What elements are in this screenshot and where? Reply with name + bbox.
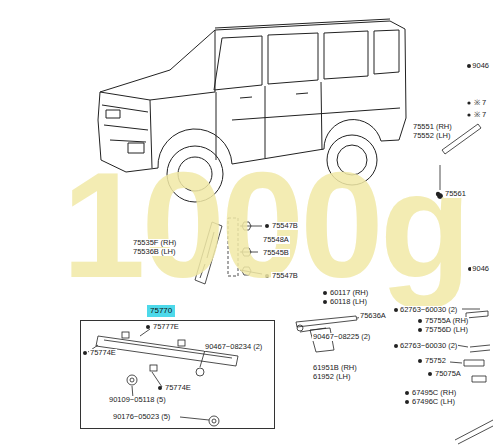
callout-number: 61951B (RH) [312, 364, 358, 372]
drawing-stroke [324, 31, 368, 79]
callout-number: 9046 [471, 62, 490, 70]
callout-number: 75535F (RH) [132, 239, 177, 247]
drawing-stroke [127, 375, 137, 385]
callout-number: 62763−60030 (2) [399, 342, 458, 350]
drawing-stroke [96, 336, 238, 366]
callout-number: 61952 (LH) [312, 373, 352, 381]
callout-number: 75547B [271, 272, 299, 280]
drawing-stroke [405, 400, 409, 404]
callout-number: 75075A [434, 370, 462, 378]
drawing-stroke [215, 19, 390, 28]
callout-number: 75561 [444, 190, 467, 198]
drawing-stroke [122, 332, 129, 338]
drawing-stroke [214, 36, 262, 90]
callout-number: 75756D (LH) [424, 326, 469, 334]
drawing-stroke [158, 386, 162, 390]
drawing-stroke [467, 113, 470, 116]
callout-number: 62763−60030 (2) [399, 306, 458, 314]
callout-number: 90467−08234 (2) [204, 343, 263, 351]
drawing-stroke [418, 359, 422, 363]
drawing-stroke [394, 308, 398, 312]
drawing-stroke [405, 391, 409, 395]
drawing-stroke [455, 420, 493, 444]
drawing-stroke [240, 93, 308, 98]
callout-number: ※ 7 [473, 111, 487, 119]
callout-number: 75548A [262, 236, 290, 244]
callout-number: 67496C (LH) [411, 398, 456, 406]
drawing-stroke [209, 416, 219, 426]
drawing-stroke [296, 316, 357, 327]
drawing-stroke [268, 33, 318, 84]
callout-number: 75755A (RH) [424, 317, 469, 325]
drawing-stroke [418, 328, 422, 332]
callout-number: 75545B [262, 249, 290, 257]
callout-number: ※ 7 [473, 99, 487, 107]
drawing-stroke [83, 351, 87, 355]
drawing-stroke [470, 345, 490, 352]
callout-number: 75547B [271, 222, 299, 230]
drawing-stroke [146, 325, 150, 329]
drawing-stroke [150, 365, 157, 371]
drawing-stroke [374, 30, 399, 74]
drawing-stroke [110, 108, 400, 142]
drawing-stroke [323, 300, 327, 304]
drawing-stroke [472, 376, 486, 382]
drawing-stroke [464, 360, 484, 366]
callout-number: 75636A [359, 312, 387, 320]
callout-number: 75777E [152, 323, 180, 331]
drawing-stroke [100, 30, 215, 100]
callout-number: 75536B (LH) [132, 248, 177, 256]
drawing-stroke [212, 419, 216, 423]
drawing-stroke [196, 368, 204, 376]
drawing-stroke [178, 340, 185, 346]
callout-number: 75752 [424, 357, 447, 365]
drawing-stroke [130, 378, 134, 382]
callout-number: 75774E [164, 384, 192, 392]
drawing-stroke [216, 82, 322, 160]
callout-number: 90467−08225 (2) [312, 333, 371, 341]
drawing-stroke [297, 325, 303, 331]
drawing-stroke [418, 319, 422, 323]
drawing-stroke [106, 110, 120, 118]
callout-number: 75551 (RH) [412, 123, 453, 131]
callout-number: 60117 (RH) [329, 289, 369, 297]
part-group-box: 75770 [80, 320, 275, 429]
callout-number: 67495C (RH) [411, 389, 457, 397]
group-part-number: 75770 [147, 305, 175, 317]
callout-number: 60118 (LH) [329, 298, 368, 306]
callout-number: 75774E [89, 349, 117, 357]
drawing-stroke [88, 329, 209, 420]
callout-number: 90109−05118 (5) [108, 396, 167, 404]
callout-number: 90176−05023 (5) [112, 413, 171, 421]
drawing-stroke [467, 101, 470, 104]
watermark: 1000g [62, 150, 467, 300]
drawing-stroke [394, 344, 398, 348]
drawing-stroke [428, 372, 432, 376]
callout-number: 75552 (LH) [412, 132, 452, 140]
callout-number: 9046 [471, 265, 490, 273]
